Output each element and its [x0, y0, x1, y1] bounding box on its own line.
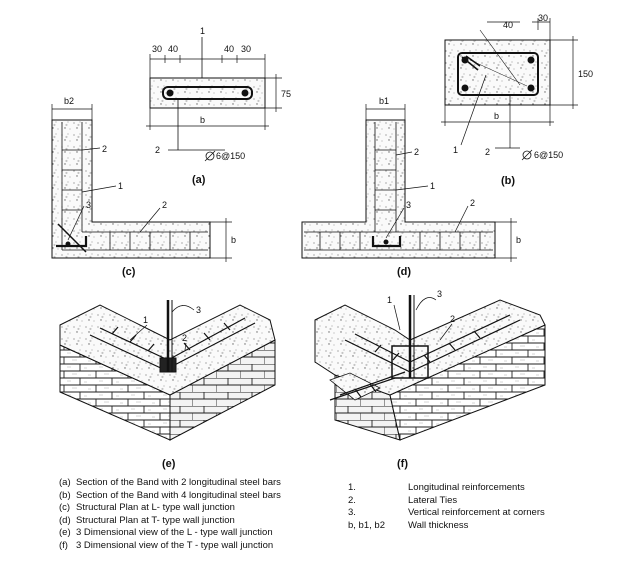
diameter-symbol-a: [205, 151, 215, 161]
width-b: b: [494, 111, 499, 121]
legend-row: (b)Section of the Band with 4 longitudin…: [59, 489, 281, 501]
callout-c-3: 3: [86, 200, 91, 210]
thickness-c: b2: [64, 96, 74, 106]
callout-d-2b: 2: [470, 198, 475, 208]
steel-bar-b-1: [461, 56, 469, 64]
legend-row: (a)Section of the Band with 2 longitudin…: [59, 477, 281, 488]
callout-a-2: 2: [155, 145, 160, 155]
dimension-top-a: [149, 54, 266, 78]
reinforcement-diagram: 1 30 40 40 30 75 b 2: [51, 13, 593, 470]
legend-row: (d)Structural Plan at T- type wall junct…: [59, 514, 235, 526]
callout-f-1: 1: [387, 295, 392, 305]
tag-c: (c): [122, 266, 136, 278]
callout-c-1: 1: [118, 181, 123, 191]
lateral-tie-b: [457, 52, 539, 96]
callout-f-2: 2: [450, 314, 455, 324]
tag-d: (d): [397, 266, 411, 278]
tie-spec-b: 6@150: [534, 150, 563, 160]
callout-d-2a: 2: [414, 147, 419, 157]
panel-b-band-section-4-bars: 40 30 150 b 1 2 6@150 (b): [441, 13, 593, 187]
panel-d-t-junction-plan: b1 b 2 1 3 2 (d): [301, 96, 521, 278]
panel-a-band-section-2-bars: 1 30 40 40 30 75 b 2: [146, 26, 291, 186]
tag-b: (b): [501, 175, 515, 187]
dim-b-2: 30: [538, 13, 548, 23]
tag-a: (a): [192, 174, 206, 186]
callout-c-2b: 2: [162, 200, 167, 210]
callout-b-1: 1: [453, 145, 458, 155]
panel-f-t-junction-3d: 1 2 3 (f): [314, 289, 546, 470]
legend-row: (f)3 Dimensional view of the T - type wa…: [59, 539, 274, 551]
callout-e-1: 1: [143, 315, 148, 325]
steel-bar-b-2: [527, 56, 535, 64]
dim-a-2: 40: [168, 44, 178, 54]
lateral-tie-a: [162, 86, 253, 100]
legend-items: 1.Longitudinal reinforcements 2.Lateral …: [348, 482, 545, 532]
tag-f: (f): [397, 458, 408, 470]
legend-row: (c)Structural Plan at L- type wall junct…: [59, 502, 235, 513]
dim-a-4: 30: [241, 44, 251, 54]
dim-b-1: 40: [503, 20, 513, 30]
callout-a-1: 1: [200, 26, 205, 36]
height-b: 150: [578, 69, 593, 79]
tag-e: (e): [162, 458, 176, 470]
height-a: 75: [281, 89, 291, 99]
dim-a-1: 30: [152, 44, 162, 54]
dim-a-3: 40: [224, 44, 234, 54]
callout-f-3: 3: [437, 289, 442, 299]
panel-c-l-junction-plan: b2 b 2 1 3 2 (c): [51, 96, 236, 278]
steel-bar-a-left: [166, 89, 174, 97]
legend-row: 1.Longitudinal reinforcements: [348, 482, 525, 493]
steel-bar-b-4: [527, 84, 535, 92]
legend-row: (e)3 Dimensional view of the L - type wa…: [59, 527, 273, 538]
legend-panels: (a)Section of the Band with 2 longitudin…: [59, 477, 281, 552]
thickness-d: b1: [379, 96, 389, 106]
callout-e-3: 3: [196, 305, 201, 315]
legend-row: 3.Vertical reinforcement at corners: [348, 507, 545, 518]
callout-b-2: 2: [485, 147, 490, 157]
callout-c-2a: 2: [102, 144, 107, 154]
steel-bar-b-3: [461, 84, 469, 92]
callout-e-2: 2: [182, 333, 187, 343]
band-c: b: [231, 235, 236, 245]
callout-d-1: 1: [430, 181, 435, 191]
callout-d-3: 3: [406, 200, 411, 210]
steel-bar-a-right: [241, 89, 249, 97]
panel-e-l-junction-3d: 1 2 3 (e): [59, 300, 276, 470]
band-d: b: [516, 235, 521, 245]
vertical-bar-c: [65, 241, 71, 247]
diameter-symbol-b: [522, 150, 532, 160]
legend-row: 2.Lateral Ties: [348, 494, 458, 506]
tie-spec-a: 6@150: [216, 151, 245, 161]
width-a: b: [200, 115, 205, 125]
vertical-bar-d: [383, 239, 389, 245]
